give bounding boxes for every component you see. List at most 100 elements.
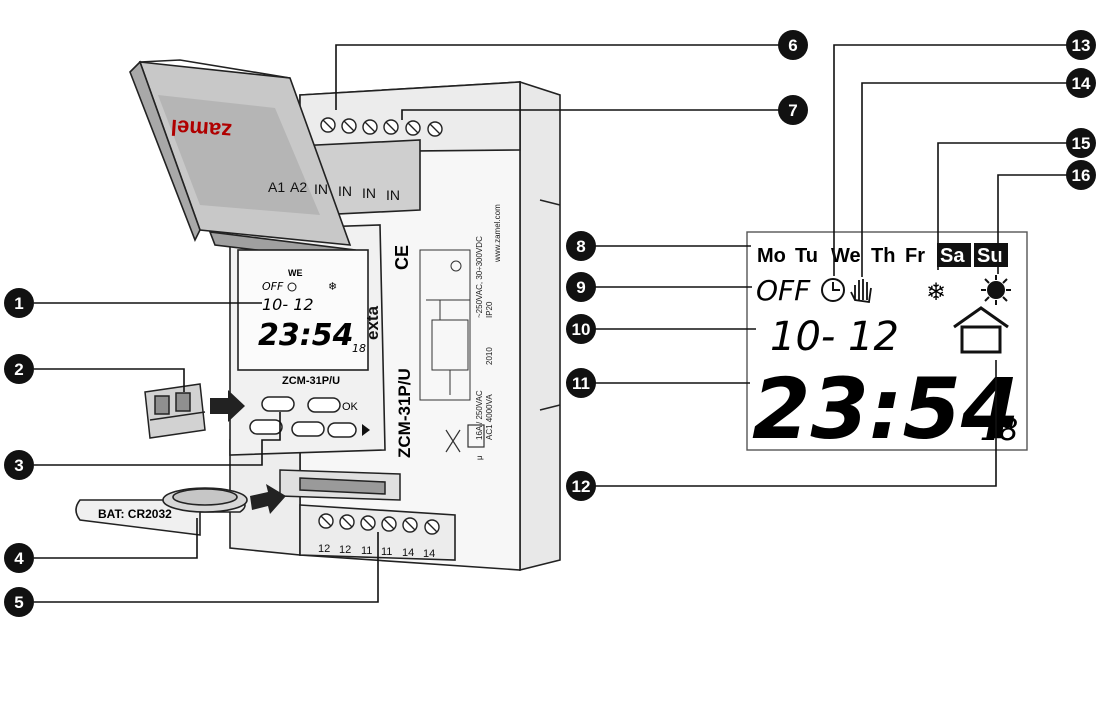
svg-text:10: 10 [572,320,591,339]
small-lcd-date: 10- 12 [262,295,314,314]
terminal-label: 14 [423,548,435,560]
terminal-label: A1 [268,179,285,195]
callout-3: 3 [4,450,34,480]
brand-logo: zamel [170,115,233,144]
connector-plug [144,383,206,439]
terminal-label: 12 [339,544,351,556]
svg-text:13: 13 [1072,36,1091,55]
callout-15: 15 [1066,128,1096,158]
day-su: Su [977,245,1003,267]
callout-6: 6 [778,30,808,60]
callout-5: 5 [4,587,34,617]
svg-text:9: 9 [576,278,585,297]
callout-1: 1 [4,288,34,318]
spec-text: IP20 [485,301,494,318]
day-mo: Mo [757,245,786,267]
svg-text:12: 12 [572,477,591,496]
small-lcd: WE OFF ❄ 10- 12 23:54 18 [237,249,369,371]
small-lcd-seconds: 18 [352,342,366,355]
bottom-terminals [318,513,440,535]
spec-text: 16A / 250VAC [475,390,484,440]
svg-text:8: 8 [576,237,585,256]
terminal-label: IN [386,187,400,203]
terminal-label: IN [314,181,328,197]
svg-text:7: 7 [788,101,797,120]
callout-12: 12 [566,471,596,501]
terminal-label: 11 [361,545,372,557]
insert-arrow-icon [210,390,245,422]
svg-text:2: 2 [14,360,23,379]
callout-2: 2 [4,354,34,384]
snowflake-icon: ❄ [328,281,337,293]
leader-lines [34,44,1080,603]
top-terminal-labels: A1 A2 IN IN IN IN [268,179,400,203]
terminal-label: IN [338,183,352,199]
callout-10: 10 [566,314,596,344]
small-lcd-time: 23:54 [258,318,354,353]
svg-text:1: 1 [14,294,23,313]
sun-icon [981,275,1011,305]
small-lcd-day: WE [288,268,303,278]
svg-text:6: 6 [788,36,797,55]
device-specs: 16A / 250VAC AC1 4000VA ~250VAC, 30÷300V… [475,204,502,460]
day-row: Mo Tu We Th Fr Sa Su [757,243,1008,267]
wiring-diagram [419,249,471,401]
spec-text: μ [475,455,484,460]
exta-logo: exta [363,305,382,340]
day-th: Th [871,245,895,267]
lcd-time: 23:54 [752,360,1019,458]
next-arrow-icon [362,424,370,436]
day-we: We [831,245,861,267]
svg-text:15: 15 [1072,134,1091,153]
lcd-date: 10- 12 [770,314,899,360]
callouts: 1 2 3 4 5 6 7 8 9 10 11 12 13 14 15 16 [4,30,1096,617]
day-tu: Tu [795,245,818,267]
hand-icon [850,279,872,304]
svg-text:11: 11 [572,374,590,393]
terminal-label: A2 [290,179,307,195]
svg-text:16: 16 [1072,166,1091,185]
lcd-off-indicator: OFF [756,274,811,307]
spec-text: www.zamel.com [493,204,502,263]
clock-icon [821,278,845,302]
battery-slot [279,469,401,501]
svg-text:14: 14 [1072,74,1091,93]
callout-4: 4 [4,543,34,573]
battery-tray [75,487,248,536]
bottom-terminal-labels: 12 12 11 11 14 14 [318,543,435,560]
callout-7: 7 [778,95,808,125]
spec-text: AC1 4000VA [485,394,494,440]
snowflake-icon: ❄ [926,279,946,306]
lcd-seconds: 18 [980,413,1018,448]
disposal-icon [445,424,485,453]
spec-text: 2010 [485,347,494,365]
spec-text: ~250VAC, 30÷300VDC [475,236,484,318]
small-lcd-off: OFF [262,280,284,293]
day-sa: Sa [940,245,965,267]
device-buttons[interactable] [249,396,357,438]
house-icon [953,306,1009,354]
svg-text:4: 4 [14,549,24,568]
svg-text:5: 5 [14,593,23,612]
device-side-model: ZCM-31P/U [395,368,414,458]
day-fr: Fr [905,245,925,267]
terminal-label: 12 [318,543,330,555]
callout-11: 11 [566,368,596,398]
terminal-label: 11 [381,546,392,558]
callout-8: 8 [566,231,596,261]
callout-9: 9 [566,272,596,302]
device-model-label: ZCM-31P/U [282,375,340,387]
battery-label: BAT: CR2032 [98,507,172,521]
big-lcd [746,231,1028,451]
terminal-label: IN [362,185,376,201]
callout-13: 13 [1066,30,1096,60]
terminal-label: 14 [402,547,414,559]
ok-label: OK [342,401,359,413]
callout-16: 16 [1066,160,1096,190]
ce-mark: CE [392,245,412,270]
clock-icon [287,282,297,292]
callout-14: 14 [1066,68,1096,98]
svg-text:3: 3 [14,456,23,475]
battery-arrow-icon [250,484,286,514]
